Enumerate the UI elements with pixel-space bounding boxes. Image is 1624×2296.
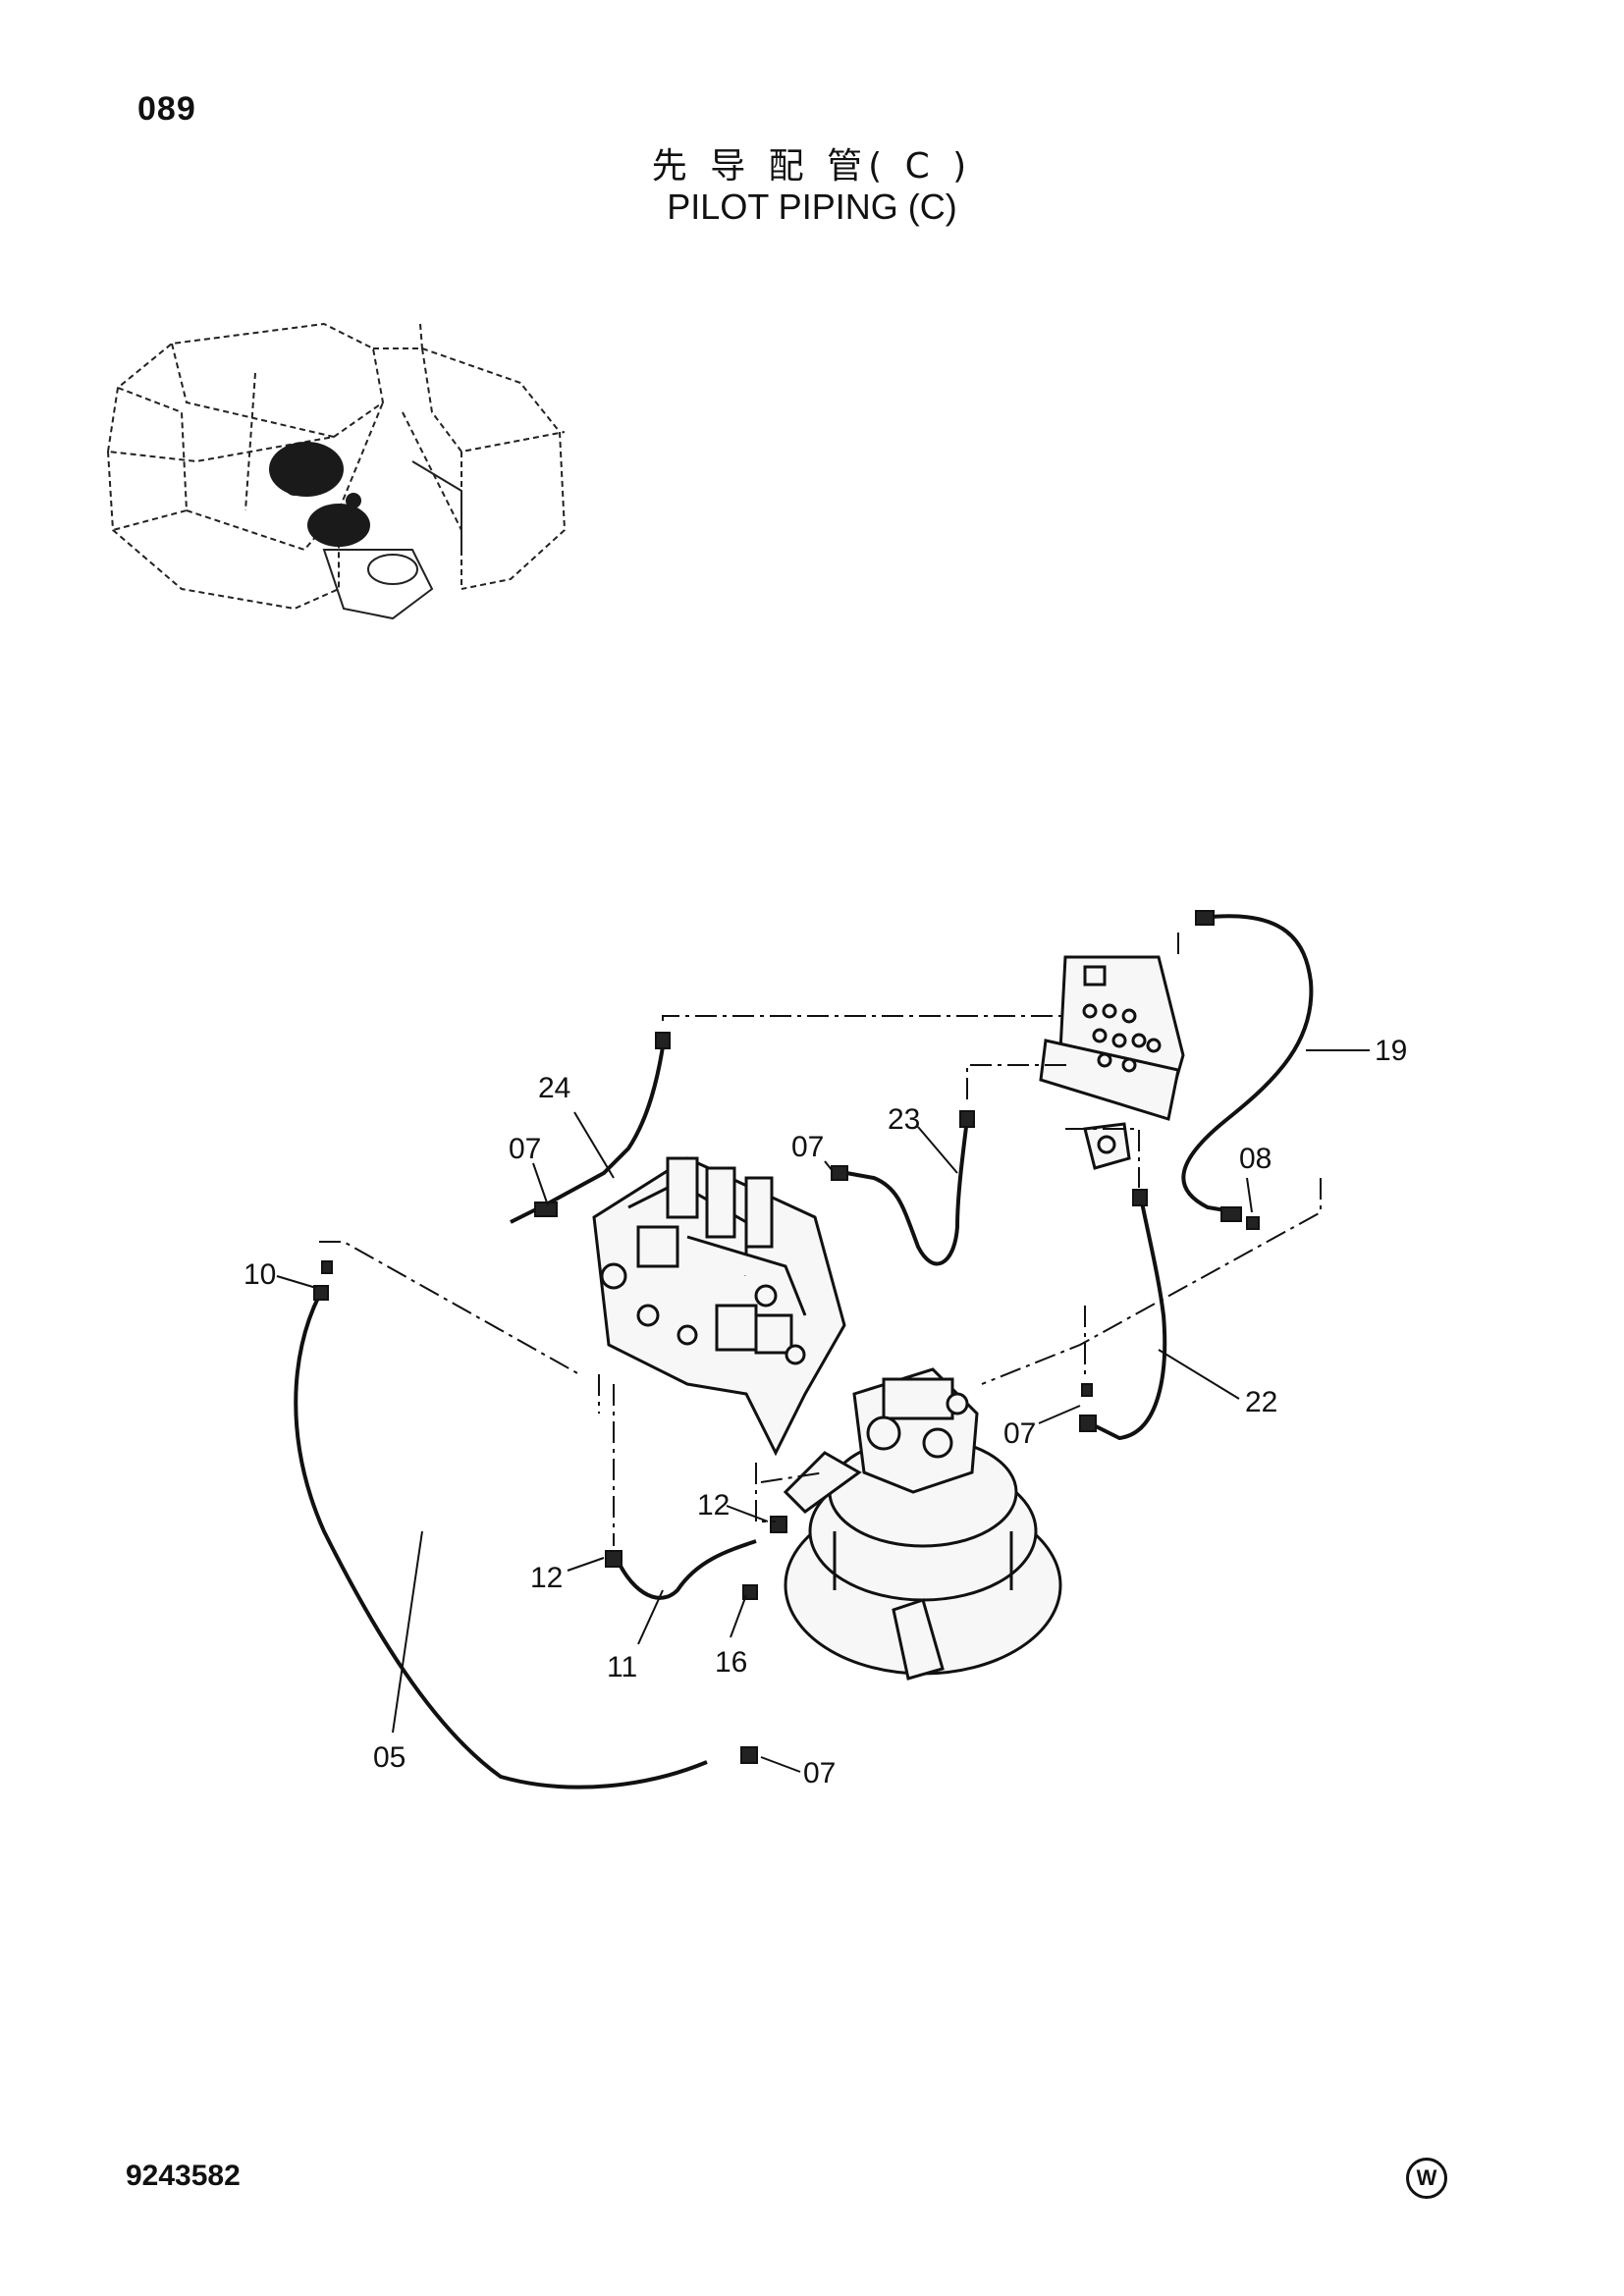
callout-12-b: 12 bbox=[530, 1562, 563, 1594]
callout-16: 16 bbox=[715, 1646, 747, 1679]
callout-08: 08 bbox=[1239, 1143, 1272, 1175]
swing-motor bbox=[783, 1367, 1062, 1681]
overview-highlight-valves bbox=[269, 442, 370, 547]
callout-07-b: 07 bbox=[791, 1131, 824, 1163]
fittings bbox=[313, 910, 1260, 1764]
tube-11 bbox=[612, 1539, 757, 1600]
pilot-valve-block bbox=[1039, 955, 1185, 1170]
control-valve bbox=[592, 1156, 846, 1457]
w-mark-icon: W bbox=[1406, 2158, 1447, 2199]
overview-machine-shapes bbox=[322, 460, 462, 620]
callout-labels: 24 07 07 23 19 08 10 22 07 12 12 11 16 0… bbox=[244, 1035, 1407, 1789]
callout-07-c: 07 bbox=[1003, 1417, 1036, 1450]
callout-22: 22 bbox=[1245, 1386, 1277, 1418]
callout-11: 11 bbox=[607, 1651, 637, 1683]
callout-24: 24 bbox=[538, 1072, 570, 1104]
pipe-22 bbox=[1089, 1197, 1167, 1441]
hose-23 bbox=[845, 1118, 969, 1266]
callout-23: 23 bbox=[888, 1103, 920, 1136]
hose-24 bbox=[510, 1040, 666, 1224]
callout-19: 19 bbox=[1375, 1035, 1407, 1067]
callout-07-a: 07 bbox=[509, 1133, 541, 1165]
callout-07-d: 07 bbox=[803, 1757, 836, 1789]
callout-05: 05 bbox=[373, 1741, 406, 1774]
leader-lines bbox=[276, 1049, 1370, 1773]
hose-19 bbox=[1181, 914, 1314, 1214]
hoses bbox=[294, 914, 1314, 1789]
callout-10: 10 bbox=[244, 1258, 276, 1291]
page-number: 089 bbox=[137, 90, 196, 128]
title-english: PILOT PIPING (C) bbox=[667, 187, 957, 227]
assembly-lines bbox=[319, 933, 1322, 1546]
title-chinese: 先 导 配 管( C ) bbox=[651, 146, 973, 187]
hose-05 bbox=[294, 1295, 708, 1789]
callout-12-a: 12 bbox=[697, 1489, 730, 1522]
document-number: 9243582 bbox=[126, 2160, 241, 2192]
